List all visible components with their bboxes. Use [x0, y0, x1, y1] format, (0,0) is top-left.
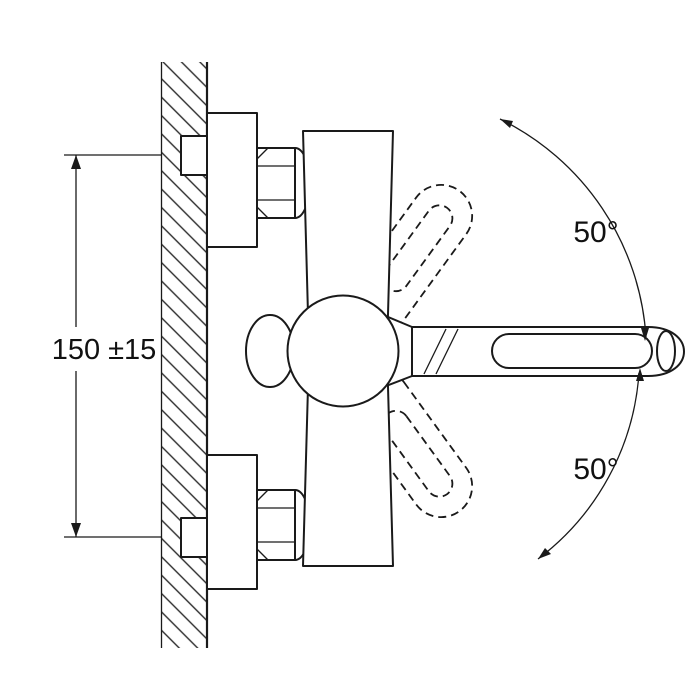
- handle-end-cap: [656, 330, 676, 372]
- arc-arrow-top-inner: [641, 328, 649, 341]
- dimension-annotation: 150 ±15: [52, 154, 162, 538]
- handle-angle-up-label: 50°: [573, 216, 618, 249]
- escutcheon-plate-bottom: [206, 454, 258, 590]
- hex-nut-top-chamfer: [256, 206, 269, 219]
- arc-arrow-bottom-inner: [636, 368, 644, 381]
- arc-arrow-top-outer: [500, 119, 513, 128]
- escutcheon-plate-top: [206, 112, 258, 248]
- angle-arc-bottom: [537, 372, 640, 560]
- cartridge-housing: [286, 294, 400, 408]
- faucet-body: [245, 130, 400, 567]
- handle-hub-mark: [435, 328, 459, 375]
- dimension-arrow-up: [71, 155, 81, 169]
- mounting-assembly-bottom: [180, 454, 311, 590]
- handle-angle-down-label: 50°: [573, 453, 618, 486]
- hex-nut-bottom: [256, 489, 296, 561]
- angle-arc-top: [499, 118, 647, 338]
- angle-annotation-bottom: 50°: [537, 368, 644, 560]
- hex-nut-bottom-chamfer: [256, 489, 269, 502]
- handle-hub-mark: [423, 328, 447, 375]
- mounting-distance-label: 150 ±15: [52, 334, 157, 366]
- arc-arrow-bottom-outer: [538, 548, 551, 559]
- dimension-arrow-down: [71, 523, 81, 537]
- hex-nut-top-chamfer: [256, 147, 269, 160]
- wall-pipe-top: [180, 135, 208, 176]
- wall-pipe-bottom: [180, 517, 208, 558]
- handle-grip-slot: [491, 333, 653, 369]
- hex-nut-top: [256, 147, 296, 219]
- handle-lever-body: [411, 326, 685, 377]
- hex-nut-bottom-chamfer: [256, 548, 269, 561]
- angle-annotation-top: 50°: [499, 118, 649, 341]
- mounting-assembly-top: [180, 112, 311, 248]
